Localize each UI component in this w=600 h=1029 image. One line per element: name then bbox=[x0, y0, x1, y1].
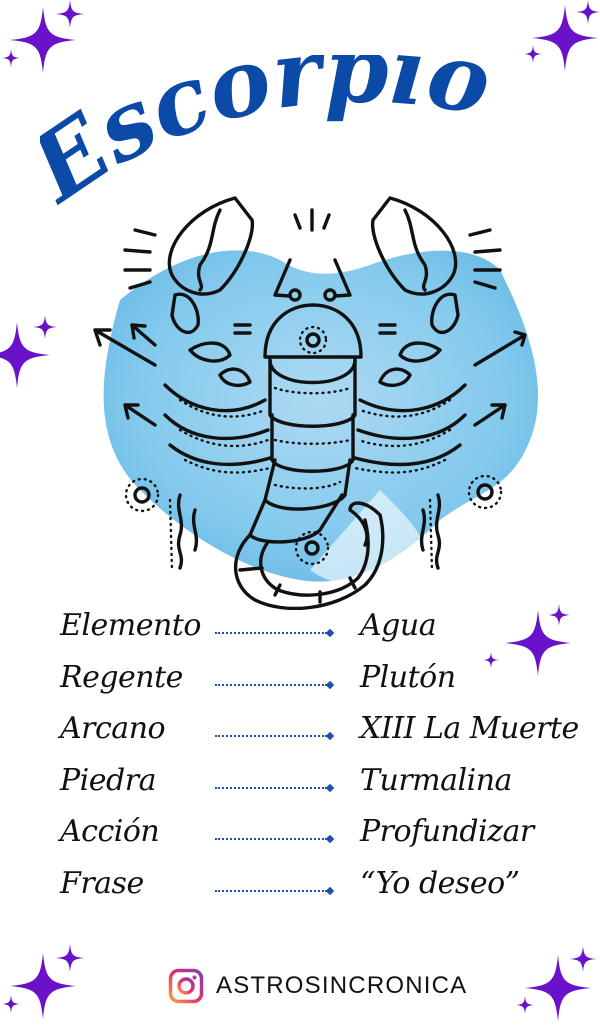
attribute-value: XIII La Muerte bbox=[360, 711, 579, 746]
attribute-value: “Yo deseo” bbox=[360, 865, 520, 901]
attribute-row-piedra: Piedra Turmalina bbox=[60, 761, 590, 813]
attribute-list: Elemento Agua Regente Plutón Arcano XIII… bbox=[60, 606, 590, 915]
sparkle-cluster-bottom-right-icon bbox=[516, 946, 596, 1021]
diamond-bullet-icon bbox=[325, 628, 335, 638]
scorpion-illustration-icon bbox=[93, 196, 539, 610]
dotted-arrow-connector bbox=[215, 783, 335, 792]
instagram-icon bbox=[168, 968, 204, 1004]
diamond-bullet-icon bbox=[325, 680, 335, 689]
attribute-label: Regente bbox=[60, 659, 183, 695]
attribute-row-frase: Frase “Yo deseo” bbox=[60, 864, 590, 916]
handle-text: ASTROSINCRONICA bbox=[216, 972, 468, 999]
diamond-bullet-icon bbox=[325, 834, 335, 844]
dotted-arrow-connector bbox=[215, 628, 335, 638]
diamond-bullet-icon bbox=[325, 886, 335, 895]
dotted-arrow-connector bbox=[215, 731, 335, 741]
attribute-value: Plutón bbox=[360, 659, 456, 695]
attribute-row-arcano: Arcano XIII La Muerte bbox=[60, 709, 590, 761]
attribute-value: Agua bbox=[360, 608, 437, 643]
dotted-arrow-connector bbox=[215, 834, 335, 844]
attribute-row-regente: Regente Plutón bbox=[60, 658, 590, 710]
attribute-label: Acción bbox=[60, 814, 160, 849]
attribute-row-elemento: Elemento Agua bbox=[60, 606, 590, 658]
attribute-value: Profundizar bbox=[360, 814, 534, 849]
attribute-label: Frase bbox=[60, 865, 144, 901]
dotted-arrow-connector bbox=[215, 886, 335, 895]
watercolor-splash bbox=[103, 250, 539, 582]
instagram-handle[interactable]: ASTROSINCRONICA bbox=[168, 966, 467, 1006]
attribute-row-accion: Acción Profundizar bbox=[60, 812, 590, 864]
sparkle-cluster-top-right-icon bbox=[524, 0, 600, 71]
attribute-label: Arcano bbox=[60, 711, 166, 746]
diamond-bullet-icon bbox=[325, 731, 335, 741]
attribute-label: Piedra bbox=[60, 762, 156, 798]
sparkle-cluster-mid-left-icon bbox=[0, 315, 57, 388]
attribute-label: Elemento bbox=[60, 608, 201, 643]
diamond-bullet-icon bbox=[325, 783, 335, 792]
sparkle-cluster-bottom-left-icon bbox=[2, 944, 84, 1019]
dotted-arrow-connector bbox=[215, 680, 335, 689]
attribute-value: Turmalina bbox=[360, 762, 512, 798]
